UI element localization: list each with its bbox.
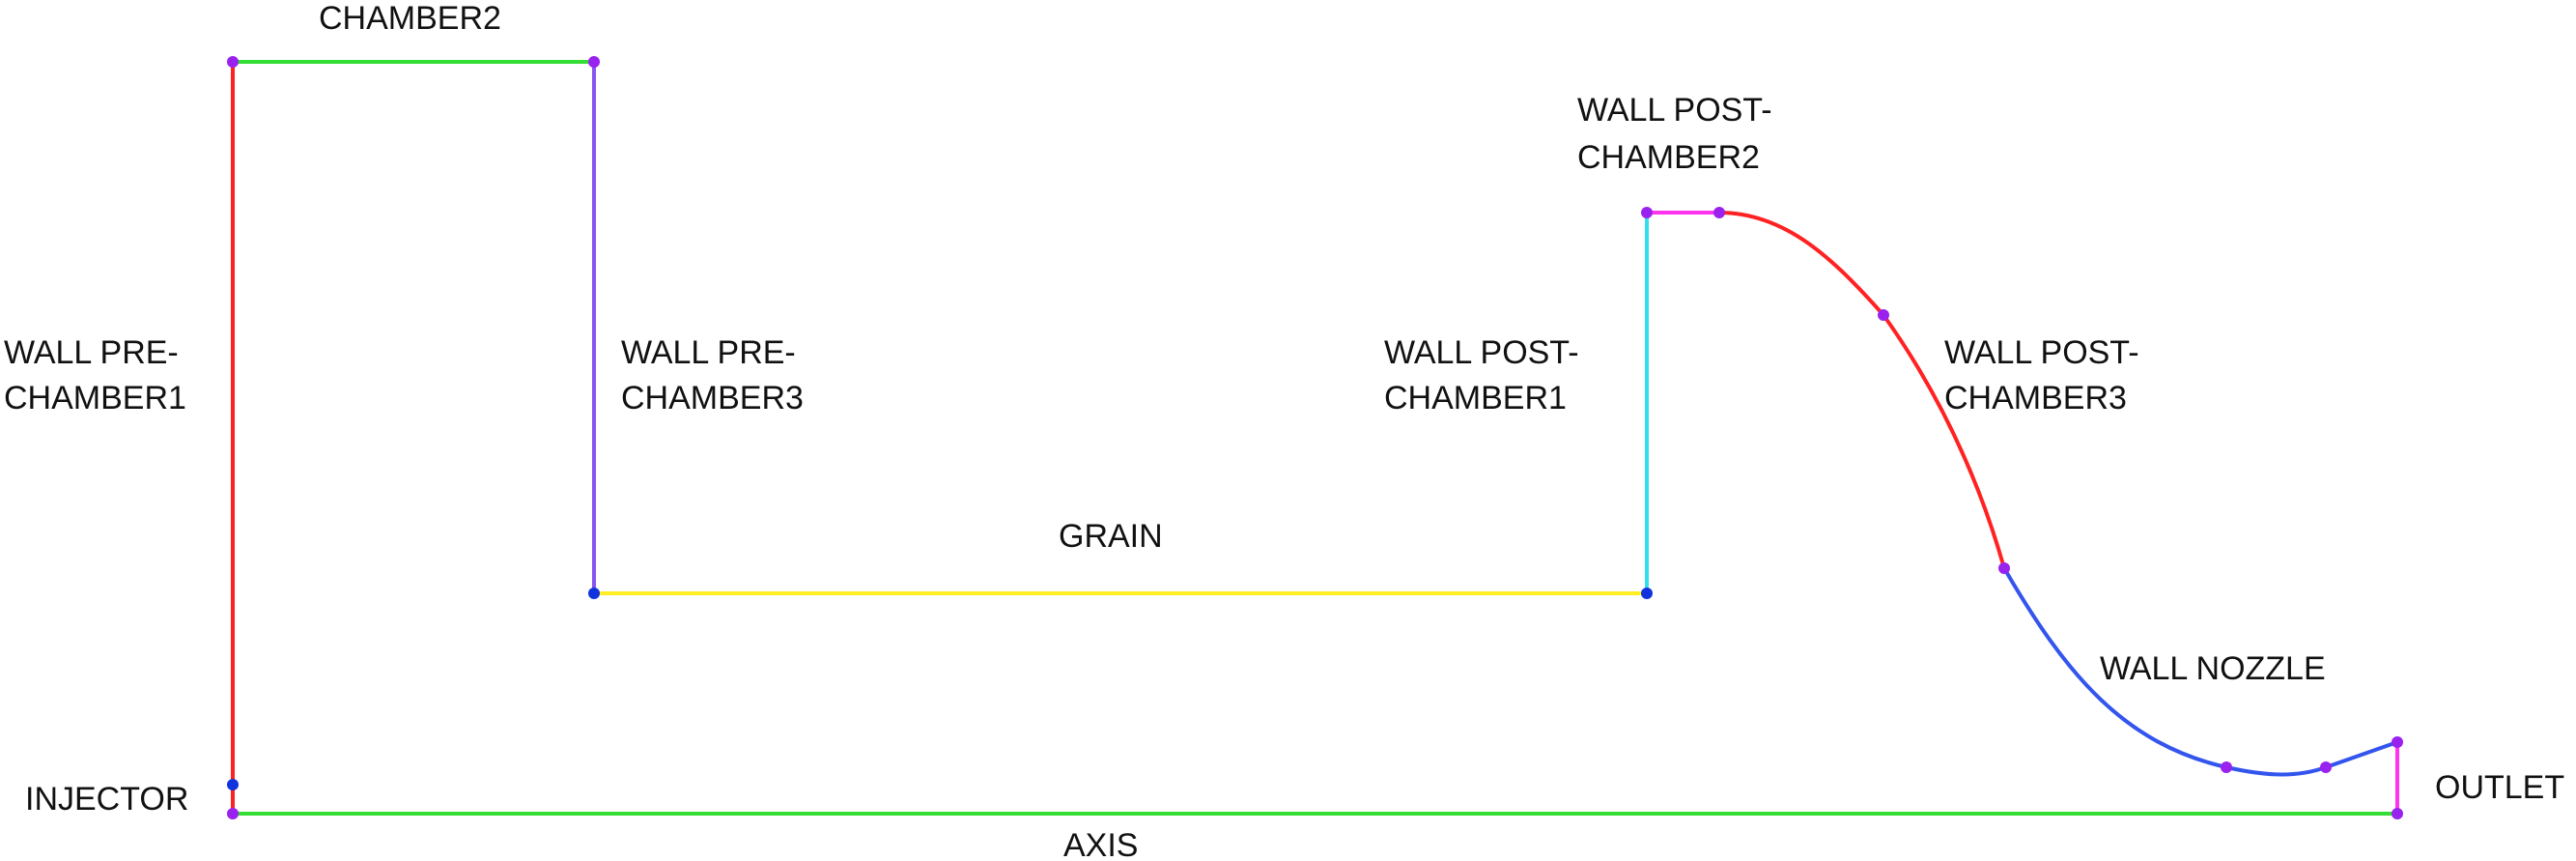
- node-nozzle-throat-2: [2320, 761, 2332, 773]
- node-post-chamber3-mid: [1878, 309, 1889, 321]
- label-wall-post-chamber2-line1: WALL POST-: [1577, 92, 1772, 129]
- segment-wall-nozzle: [2002, 566, 2399, 777]
- label-axis: AXIS: [1063, 827, 1138, 861]
- label-wall-pre-chamber1-line1: WALL PRE-: [4, 334, 179, 371]
- node-post-chamber-top-left: [1641, 207, 1653, 218]
- node-injector-top: [227, 779, 239, 790]
- label-chamber2: CHAMBER2: [319, 0, 501, 37]
- label-wall-pre-chamber3-line2: CHAMBER3: [621, 380, 804, 416]
- segment-wall-post-chamber3: [1717, 211, 2006, 570]
- node-top-left: [227, 56, 239, 68]
- label-outlet: OUTLET: [2435, 769, 2564, 806]
- label-wall-post-chamber3-line2: CHAMBER3: [1944, 380, 2127, 416]
- label-grain: GRAIN: [1059, 518, 1163, 555]
- label-wall-post-chamber3-line1: WALL POST-: [1944, 334, 2139, 371]
- label-wall-post-chamber1-line2: CHAMBER1: [1384, 380, 1567, 416]
- node-grain-end: [1641, 588, 1653, 599]
- label-wall-post-chamber2-line2: CHAMBER2: [1577, 139, 1760, 176]
- label-wall-nozzle: WALL NOZZLE: [2100, 650, 2326, 687]
- node-nozzle-start: [1998, 562, 2010, 574]
- node-outlet-bottom: [2392, 808, 2403, 819]
- node-nozzle-throat-1: [2221, 761, 2232, 773]
- node-post-chamber-top-right: [1713, 207, 1725, 218]
- node-top-right: [588, 56, 600, 68]
- label-wall-post-chamber1-line1: WALL POST-: [1384, 334, 1579, 371]
- label-injector: INJECTOR: [25, 781, 188, 818]
- node-outlet-top: [2392, 736, 2403, 748]
- label-wall-pre-chamber3-line1: WALL PRE-: [621, 334, 796, 371]
- node-grain-start: [588, 588, 600, 599]
- label-wall-pre-chamber1-line2: CHAMBER1: [4, 380, 186, 416]
- node-origin: [227, 808, 239, 819]
